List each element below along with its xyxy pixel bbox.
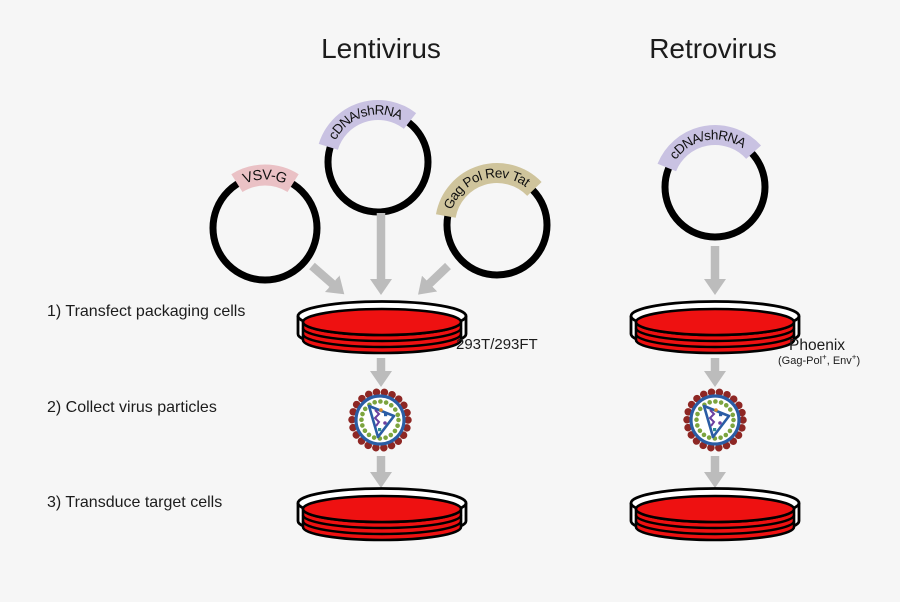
petri-dish-lenti-target: [296, 487, 468, 542]
cell-line-293t-label: 293T/293FT: [456, 336, 538, 353]
retro-cdna-band: [657, 125, 762, 172]
step-transfect-label: 1) Transfect packaging cells: [47, 303, 246, 320]
phoenix-genotype-label: (Gag-Pol+, Env+): [778, 352, 861, 367]
lenti-cdna-band: [318, 100, 417, 151]
gagpol-band: [435, 163, 542, 219]
plasmid-vsvg: VSV-G: [209, 164, 321, 284]
petri-dish-retro-target: [629, 487, 801, 542]
plasmid-lenti-cdna: cDNA/shRNA: [318, 100, 432, 216]
lentivirus-title: Lentivirus: [321, 33, 441, 64]
step-transduce-label: 3) Transduce target cells: [47, 494, 223, 511]
step-collect-label: 2) Collect virus particles: [47, 399, 217, 416]
arrow-gagpol-to-dish: [418, 262, 451, 295]
arrow-vsvg-to-dish: [309, 262, 345, 295]
virus-particle-lenti-icon: [352, 392, 408, 448]
vsvg-band: [231, 164, 299, 193]
virus-particle-retro-icon: [687, 392, 743, 448]
plasmid-retro-cdna: cDNA/shRNA: [657, 125, 769, 241]
plasmid-gagpol: Gag Pol Rev Tat: [435, 163, 551, 279]
retrovirus-title: Retrovirus: [649, 33, 777, 64]
petri-dish-lenti-packaging: [296, 300, 468, 355]
arrow-group: [309, 213, 726, 488]
cell-line-phoenix-label: Phoenix: [789, 337, 846, 354]
petri-dish-retro-packaging: [629, 300, 801, 355]
